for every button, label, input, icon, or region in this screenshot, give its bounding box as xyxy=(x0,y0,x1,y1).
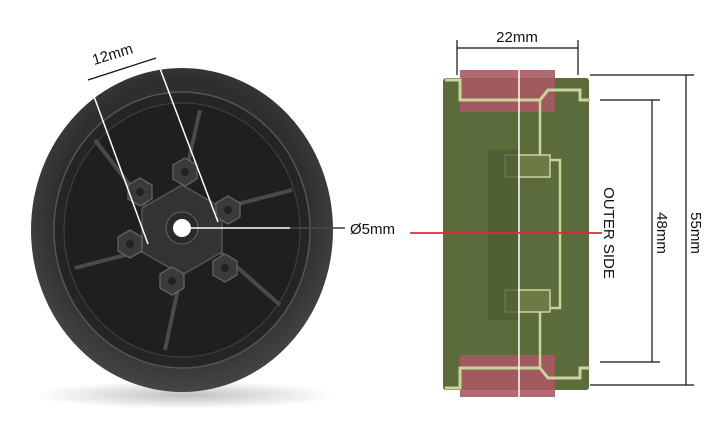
tire-diameter-dimension xyxy=(590,74,694,386)
hub-spacing-dimension xyxy=(87,57,219,245)
hub-spacing-label: 12mm xyxy=(90,40,135,68)
rim-diameter-label: 48mm xyxy=(653,212,670,254)
outer-side-label: OUTER SIDE xyxy=(600,187,617,279)
rim-diameter-dimension xyxy=(600,99,660,363)
wheel-cross-section: 22mm OUTER SIDE 48mm 55mm xyxy=(410,29,704,397)
nut-holes xyxy=(126,168,232,285)
axle-diameter-label: Ø5mm xyxy=(350,221,395,238)
width-label: 22mm xyxy=(496,29,538,46)
tire-diameter-label: 55mm xyxy=(687,212,704,254)
width-dimension xyxy=(456,40,579,75)
wheel-front-view: 12mm Ø5mm xyxy=(31,40,395,409)
